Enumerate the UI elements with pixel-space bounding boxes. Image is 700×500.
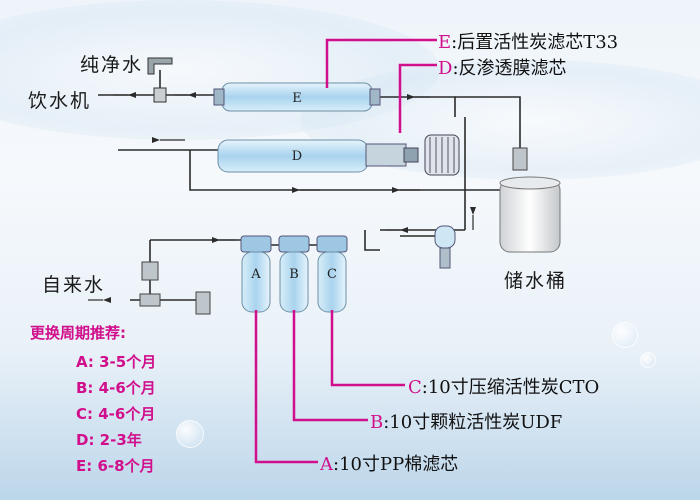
callout-d-letter: D bbox=[438, 58, 453, 79]
filter-c-cto bbox=[316, 235, 348, 313]
cartridge-d-letter: D bbox=[292, 149, 302, 164]
filter-d-ro-membrane bbox=[217, 134, 460, 176]
callout-a-text: :10寸PP棉滤芯 bbox=[333, 454, 459, 475]
replacement-schedule: 更换周期推荐: A: 3-5个月 B: 4-6个月 C: 4-6个月 D: 2-… bbox=[30, 322, 156, 479]
inlet-valve bbox=[139, 261, 211, 315]
cartridge-a-letter: A bbox=[250, 267, 261, 282]
cartridge-letters: E D A B C bbox=[250, 91, 337, 282]
water-splash-decoration bbox=[0, 0, 440, 140]
filter-e-post-carbon bbox=[213, 82, 381, 112]
schedule-row-c: C: 4-6个月 bbox=[76, 405, 156, 423]
dispenser-label: 饮水机 bbox=[28, 90, 92, 112]
flow-arrows bbox=[103, 92, 476, 303]
callout-a-letter: A bbox=[320, 454, 333, 475]
callout-c: C:10寸压缩活性炭CTO bbox=[408, 373, 599, 399]
bubble-decoration bbox=[612, 322, 638, 348]
callout-d: D:反渗透膜滤芯 bbox=[438, 54, 567, 80]
filter-a-pp bbox=[240, 235, 272, 313]
callout-c-text: :10寸压缩活性炭CTO bbox=[421, 377, 600, 398]
bubble-decoration bbox=[176, 420, 204, 448]
callout-e-letter: E bbox=[438, 32, 452, 53]
filter-b-udf bbox=[278, 235, 310, 313]
callout-e-text: :后置活性炭滤芯T33 bbox=[451, 32, 619, 53]
schedule-row-b: B: 4-6个月 bbox=[76, 379, 156, 397]
bubble-decoration bbox=[640, 352, 656, 368]
cartridge-c-letter: C bbox=[327, 267, 337, 282]
booster-pump bbox=[434, 225, 456, 269]
callout-b: B:10寸颗粒活性炭UDF bbox=[370, 408, 562, 434]
flow-arrow-shafts bbox=[88, 94, 474, 301]
callout-a: A:10寸PP棉滤芯 bbox=[320, 450, 458, 476]
schedule-row-d: D: 2-3年 bbox=[76, 431, 142, 449]
cartridge-e-letter: E bbox=[292, 91, 302, 106]
callout-c-letter: C bbox=[408, 377, 422, 398]
callout-d-text: :反渗透膜滤芯 bbox=[452, 58, 567, 79]
pure-water-faucet bbox=[147, 57, 173, 103]
callout-leaders bbox=[254, 38, 437, 464]
tap-water-label: 自来水 bbox=[42, 274, 106, 296]
cartridge-b-letter: B bbox=[289, 267, 299, 282]
callout-b-letter: B bbox=[370, 412, 384, 433]
schedule-row-a: A: 3-5个月 bbox=[76, 353, 157, 371]
callout-e: E:后置活性炭滤芯T33 bbox=[438, 28, 618, 54]
schedule-row-e: E: 6-8个月 bbox=[76, 457, 155, 475]
pure-water-label: 纯净水 bbox=[80, 54, 144, 76]
storage-tank-label: 储水桶 bbox=[504, 270, 568, 292]
schedule-title: 更换周期推荐: bbox=[30, 324, 126, 342]
callout-b-text: :10寸颗粒活性炭UDF bbox=[383, 412, 563, 433]
storage-tank bbox=[499, 147, 561, 253]
